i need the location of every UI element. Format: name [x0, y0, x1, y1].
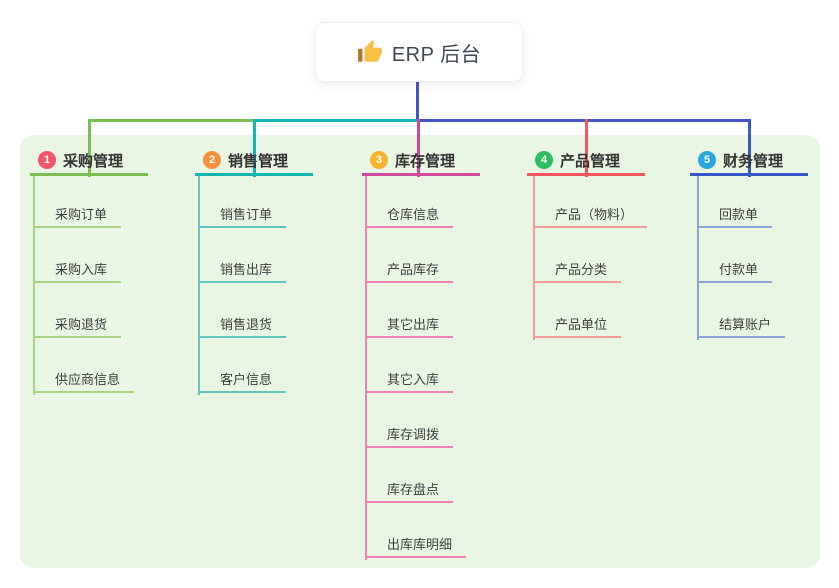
branch-connector-drop	[585, 119, 588, 177]
branch-connector-drop	[748, 119, 751, 177]
child-topic[interactable]: 产品分类	[533, 255, 622, 283]
child-topic[interactable]: 付款单	[697, 255, 773, 283]
thumbs-up-icon	[357, 39, 383, 65]
branch-topic-5[interactable]: 5 财务管理	[690, 147, 808, 176]
branch-topic-label: 采购管理	[63, 152, 124, 170]
branches-background-panel	[20, 135, 820, 568]
child-topic[interactable]: 产品库存	[365, 255, 454, 283]
branch-number-badge: 2	[203, 151, 221, 169]
child-topic[interactable]: 采购入库	[33, 255, 122, 283]
branch-topic-label: 销售管理	[228, 152, 289, 170]
branch-connector-drop	[88, 119, 91, 177]
branch-topic-label: 库存管理	[395, 152, 456, 170]
connector-horizontal-left	[88, 119, 254, 122]
branch-topic-label: 产品管理	[560, 152, 621, 170]
branch-connector-drop	[417, 119, 420, 177]
root-topic-erp[interactable]: ERP 后台	[315, 22, 523, 82]
child-topic[interactable]: 产品单位	[533, 310, 622, 338]
children-connector-line	[33, 176, 35, 395]
child-topic[interactable]: 销售订单	[198, 200, 287, 228]
child-topic[interactable]: 其它出库	[365, 310, 454, 338]
branch-topic-2[interactable]: 2 销售管理	[195, 147, 313, 176]
child-topic[interactable]: 其它入库	[365, 365, 454, 393]
root-topic-label: ERP 后台	[391, 43, 482, 66]
branch-number-badge: 3	[370, 151, 388, 169]
branch-topic-4[interactable]: 4 产品管理	[527, 147, 645, 176]
branch-number-badge: 4	[535, 151, 553, 169]
children-connector-line	[365, 176, 367, 560]
branch-number-badge: 1	[38, 151, 56, 169]
child-topic[interactable]: 出库库明细	[365, 530, 467, 558]
branch-topic-label: 财务管理	[723, 152, 784, 170]
branch-topic-1[interactable]: 1 采购管理	[30, 147, 148, 176]
child-topic[interactable]: 采购退货	[33, 310, 122, 338]
child-topic[interactable]: 回款单	[697, 200, 773, 228]
child-topic[interactable]: 销售出库	[198, 255, 287, 283]
root-connector-line	[416, 82, 419, 122]
child-topic[interactable]: 结算账户	[697, 310, 786, 338]
child-topic[interactable]: 库存调拨	[365, 420, 454, 448]
connector-horizontal-right	[417, 119, 751, 122]
branch-topic-3[interactable]: 3 库存管理	[362, 147, 480, 176]
branch-connector-drop	[253, 119, 256, 177]
branch-number-badge: 5	[698, 151, 716, 169]
children-connector-line	[198, 176, 200, 395]
child-topic[interactable]: 仓库信息	[365, 200, 454, 228]
child-topic[interactable]: 供应商信息	[33, 365, 135, 393]
child-topic[interactable]: 产品（物料）	[533, 200, 648, 228]
child-topic[interactable]: 库存盘点	[365, 475, 454, 503]
child-topic[interactable]: 采购订单	[33, 200, 122, 228]
child-topic[interactable]: 客户信息	[198, 365, 287, 393]
child-topic[interactable]: 销售退货	[198, 310, 287, 338]
connector-horizontal-mid	[253, 119, 418, 122]
children-connector-line	[533, 176, 535, 340]
children-connector-line	[697, 176, 699, 340]
